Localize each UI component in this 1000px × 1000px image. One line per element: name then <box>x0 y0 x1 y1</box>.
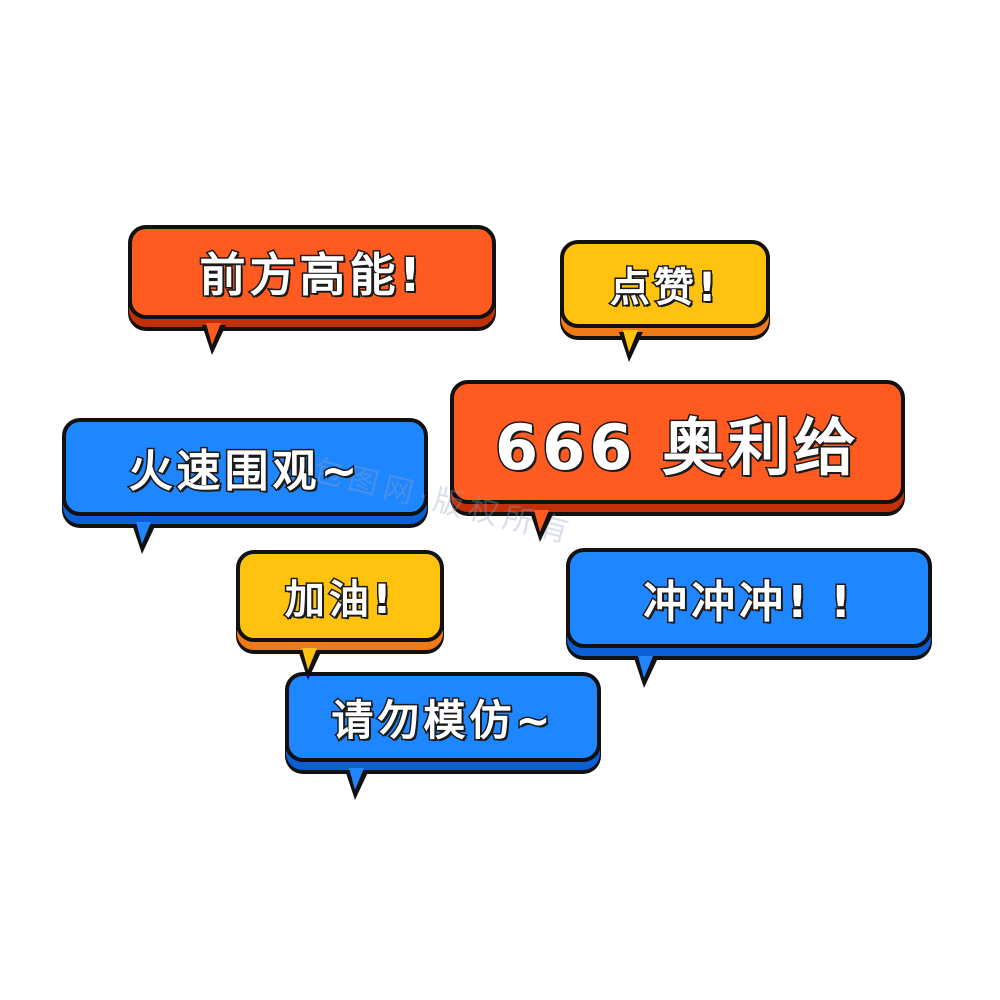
bubble-label: 冲冲冲! ! <box>642 576 855 630</box>
bubble-tail-fill <box>349 768 364 790</box>
bubble-label: 点赞! <box>608 264 721 313</box>
bubble-tail-fill <box>136 522 151 544</box>
speech-bubble-jiayou[interactable]: 加油! <box>236 550 444 680</box>
bubble-label: 前方高能! <box>198 247 425 304</box>
speech-bubble-dianzan[interactable]: 点赞! <box>560 240 770 362</box>
bubble-tail-fill <box>534 510 549 532</box>
bubble-tail-fill <box>623 330 638 352</box>
bubble-tail-fill <box>638 656 653 678</box>
speech-bubble-huosu-weiguan[interactable]: 火速围观~ <box>62 418 428 554</box>
speech-bubble-qingwu-mofang[interactable]: 请勿模仿~ <box>285 672 601 800</box>
bubble-tail-fill <box>206 323 221 345</box>
bubble-tail-fill <box>302 648 317 670</box>
bubble-label: 666 奥利给 <box>493 410 860 486</box>
speech-bubble-chongchongchong[interactable]: 冲冲冲! ! <box>566 548 932 688</box>
bubble-label: 火速围观~ <box>127 445 362 499</box>
speech-bubble-qianfang-gaoneng[interactable]: 前方高能! <box>128 225 496 355</box>
bubble-label: 请勿模仿~ <box>330 694 555 746</box>
speech-bubble-666-aoligei[interactable]: 666 奥利给 <box>450 380 905 542</box>
bubble-label: 加油! <box>283 576 396 625</box>
